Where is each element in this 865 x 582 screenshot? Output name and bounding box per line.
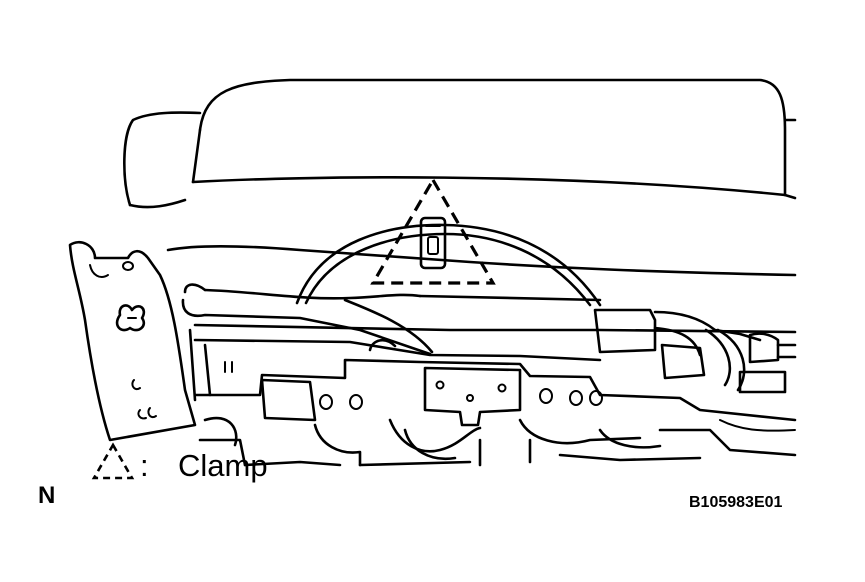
lower-manifold <box>188 328 797 467</box>
clamp-location-marker <box>370 176 496 285</box>
dashed-triangle-icon <box>91 442 135 480</box>
left-bracket <box>68 240 197 442</box>
main-rail <box>181 283 797 362</box>
legend-label: Clamp <box>178 448 268 483</box>
legend: : Clamp <box>91 442 268 483</box>
figure-code: B105983E01 <box>689 494 783 511</box>
intake-cover <box>123 78 797 277</box>
connector-assembly <box>593 308 797 394</box>
wire-harness <box>295 223 602 307</box>
clamp <box>419 216 447 270</box>
legend-separator: : <box>140 448 149 483</box>
corner-mark: N <box>38 482 55 509</box>
